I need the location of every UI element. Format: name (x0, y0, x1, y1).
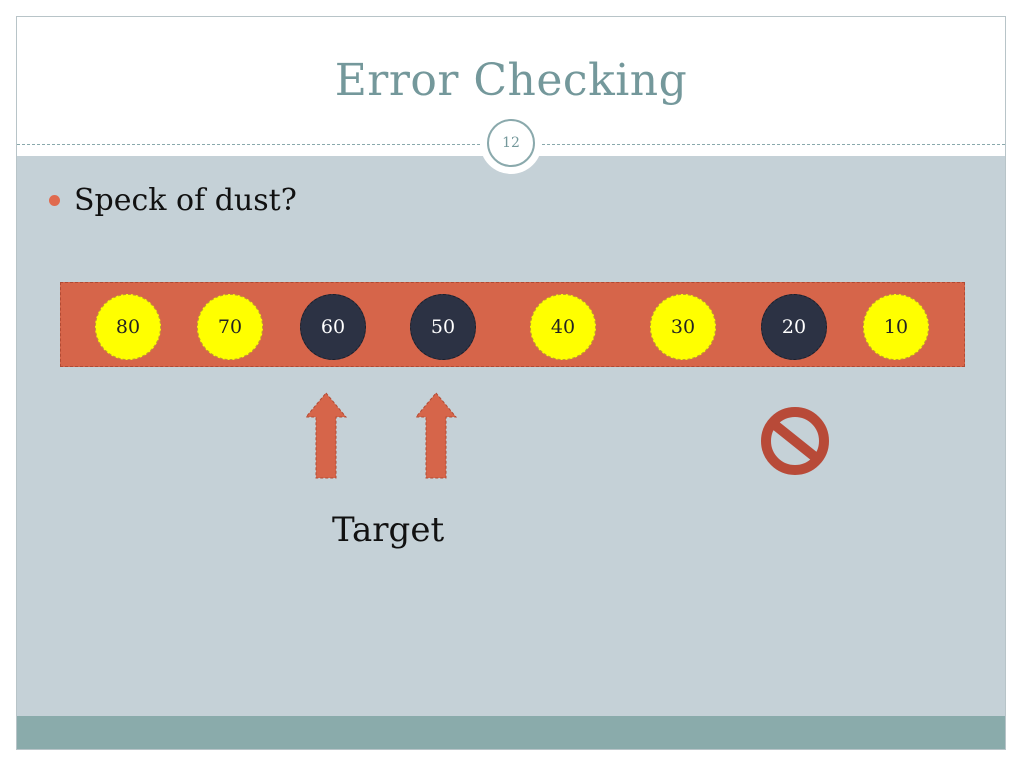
bullet-item: Speck of dust? (49, 183, 297, 218)
ball-20: 20 (761, 294, 827, 360)
up-arrow-icon (414, 392, 458, 479)
ball-40: 40 (530, 294, 596, 360)
slide-number-badge: 12 (480, 112, 542, 174)
ball-label: 40 (550, 316, 576, 338)
footer-band (17, 716, 1005, 749)
ball-label: 10 (883, 316, 909, 338)
ball-strip: 80 70 60 50 40 30 20 10 (60, 282, 965, 367)
ball-label: 70 (217, 316, 243, 338)
ball-80: 80 (95, 294, 161, 360)
ball-30: 30 (650, 294, 716, 360)
ball-label: 50 (430, 316, 456, 338)
ball-10: 10 (863, 294, 929, 360)
ball-label: 20 (781, 316, 807, 338)
target-label: Target (332, 510, 445, 550)
slide-content-area (17, 156, 1005, 716)
ball-label: 80 (115, 316, 141, 338)
bullet-text: Speck of dust? (74, 183, 297, 218)
ball-label: 60 (320, 316, 346, 338)
ball-label: 30 (670, 316, 696, 338)
ball-50: 50 (410, 294, 476, 360)
up-arrow-icon (304, 392, 348, 479)
bullet-dot-icon (49, 195, 60, 206)
slide-title: Error Checking (334, 55, 688, 106)
slide-number: 12 (487, 119, 535, 167)
no-entry-icon (761, 407, 829, 475)
slide: Error Checking 12 Speck of dust? 80 70 6… (16, 16, 1006, 750)
ball-60: 60 (300, 294, 366, 360)
ball-70: 70 (197, 294, 263, 360)
